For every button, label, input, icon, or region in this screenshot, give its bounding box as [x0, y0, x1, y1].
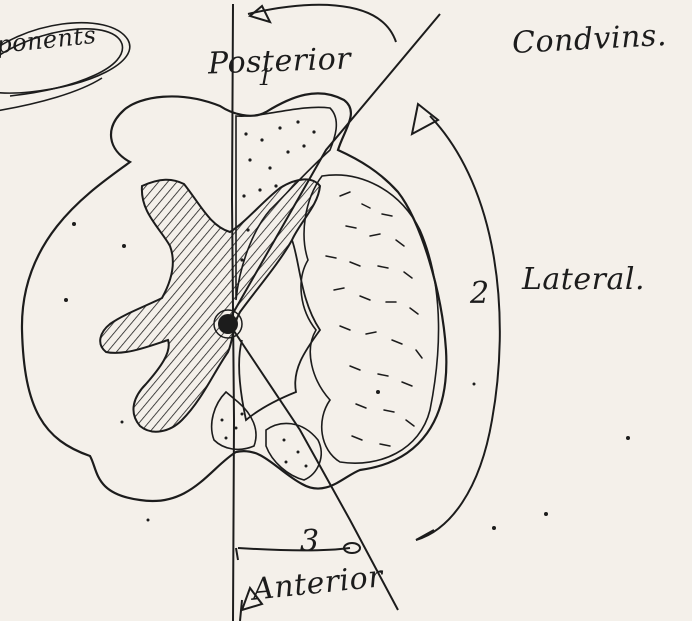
central-canal: [214, 310, 242, 338]
lateral-column-dashes: [326, 192, 422, 446]
number-posterior: 1: [258, 66, 272, 91]
diagonal-line: [228, 14, 440, 610]
posterior-arrow: [248, 5, 396, 42]
number-anterior: 3: [300, 524, 319, 559]
number-lateral: 2: [470, 276, 489, 311]
lateral-column: [301, 175, 439, 463]
label-posterior: Posterior: [207, 42, 351, 82]
lateral-arrow: [412, 104, 500, 540]
grey-matter: [100, 179, 320, 431]
label-lateral: Lateral.: [522, 262, 645, 297]
